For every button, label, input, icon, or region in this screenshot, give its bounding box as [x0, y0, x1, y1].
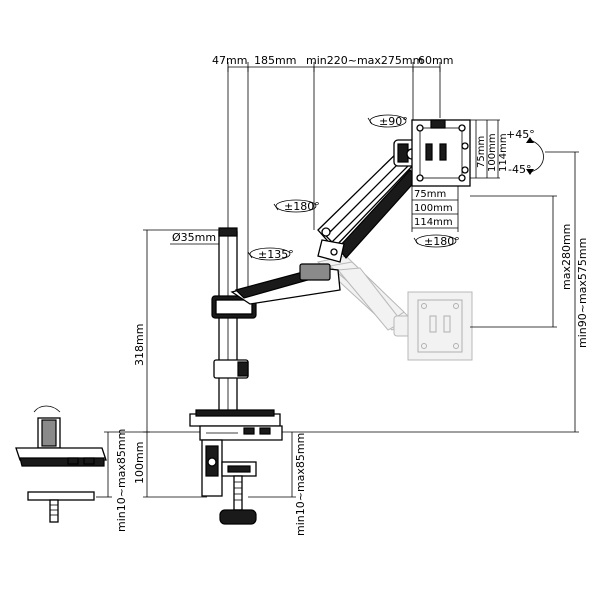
pole-collar-lower	[213, 359, 249, 379]
mount-assembly	[189, 119, 471, 525]
dim-pole-height: 318mm	[133, 324, 146, 366]
dim-height-range: min90~max575mm	[576, 238, 589, 348]
ghost-arm-lowered	[316, 255, 473, 361]
pole-collar-upper	[211, 295, 257, 319]
dim-arm-185: 185mm	[254, 54, 296, 67]
dim-desk-thickness-center: min10~max85mm	[294, 433, 307, 536]
rot-swivel-base-label: ±135°	[258, 248, 294, 261]
rotation-swivel-arm	[273, 199, 317, 213]
vesa-plate	[411, 119, 471, 187]
dim-vesa-h-100: 100mm	[414, 203, 453, 214]
dim-offset-47: 47mm	[212, 54, 247, 67]
rot-tilt-down-label: -45°	[508, 163, 531, 176]
dim-head-60: 60mm	[418, 54, 453, 67]
rotation-swivel-base	[247, 247, 291, 261]
clamp-top	[199, 425, 283, 441]
dim-vesa-h-75: 75mm	[414, 189, 446, 200]
dim-vesa-v-75: 75mm	[476, 136, 487, 168]
dim-vesa-v-100: 100mm	[487, 133, 498, 172]
pole-cap	[218, 227, 238, 237]
dim-vesa-v-114: 114mm	[498, 133, 509, 172]
cable-tray	[189, 409, 281, 427]
dimension-lines	[143, 62, 579, 498]
dim-height-adjust: max280mm	[560, 224, 573, 290]
rot-swivel-arm-label: ±180°	[284, 200, 320, 213]
rotation-plate	[413, 234, 457, 248]
rot-tilt-up-label: +45°	[506, 128, 535, 141]
rotation-swivel-head	[367, 114, 407, 128]
rotation-tilt-arrow	[526, 137, 544, 175]
rot-plate-label: ±180°	[424, 235, 460, 248]
dim-desk-thickness-left: min10~max85mm	[115, 429, 128, 532]
clamp-screw	[219, 475, 257, 525]
lower-arm	[230, 263, 341, 305]
dim-vesa-h-114: 114mm	[414, 217, 453, 228]
dim-pole-diameter: Ø35mm	[172, 231, 216, 244]
gas-spring-arm	[317, 145, 419, 263]
rot-swivel-head-label: ±90°	[379, 115, 408, 128]
side-clamp-view	[15, 405, 150, 523]
dim-arm-min-max: min220~max275mm	[306, 54, 423, 67]
dim-clamp-height: 100mm	[133, 442, 146, 484]
clamp-body	[201, 439, 257, 497]
